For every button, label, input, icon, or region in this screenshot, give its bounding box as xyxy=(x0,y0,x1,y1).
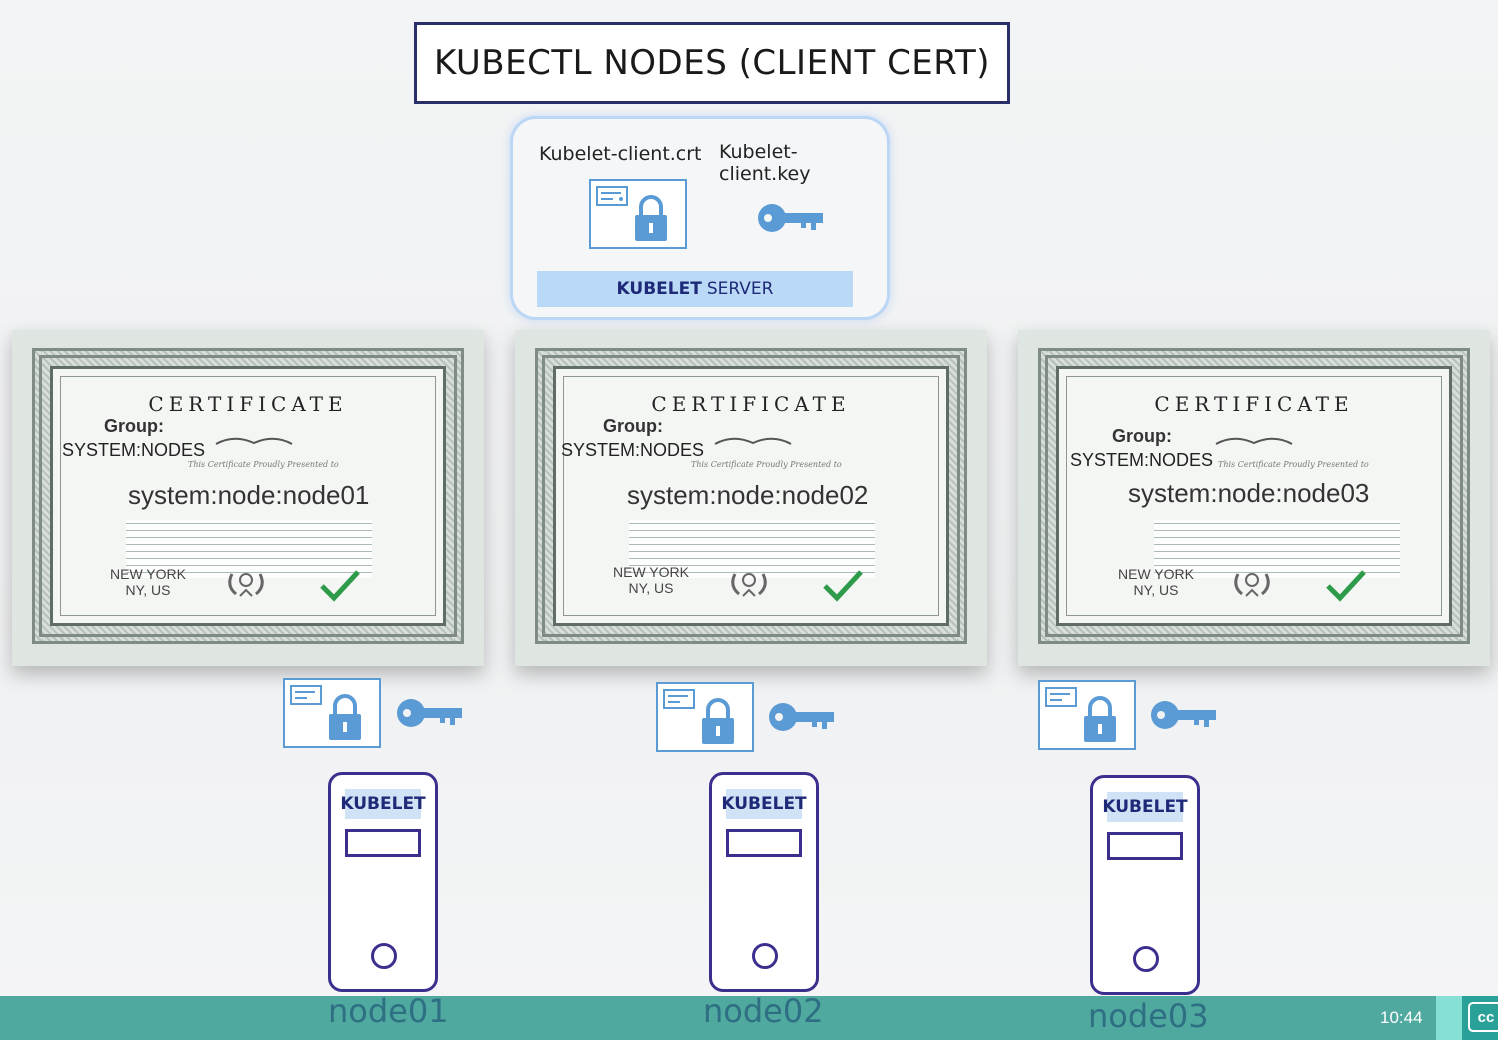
certificate-presented-text: This Certificate Proudly Presented to xyxy=(188,460,339,469)
certificate-location-city: NEW YORK xyxy=(1118,566,1194,582)
certificate-body-text xyxy=(629,520,875,578)
player-progress-indicator xyxy=(1436,996,1462,1040)
node02-kubelet-label: KUBELET xyxy=(721,789,807,819)
checkmark-icon xyxy=(1326,570,1366,602)
node03-name: node03 xyxy=(1088,997,1209,1035)
certificate-group-label: Group: xyxy=(104,416,164,436)
node03-key-icon xyxy=(1151,701,1216,729)
cc-button-wrap[interactable]: cc xyxy=(1462,996,1498,1040)
page-title: KUBECTL NODES (CLIENT CERT) xyxy=(414,22,1010,104)
node03-kubelet-label: KUBELET xyxy=(1102,792,1188,822)
certificate-node03: CERTIFICATE Group: SYSTEM:NODES This Cer… xyxy=(1018,330,1490,666)
node03-certificate-icon xyxy=(1038,680,1136,750)
certificate-location: NEW YORK NY, US xyxy=(613,564,689,596)
seal-icon xyxy=(1234,573,1270,597)
flourish-icon xyxy=(714,437,792,445)
certificate-group-label: Group: xyxy=(603,416,663,436)
certificate-location-state: NY, US xyxy=(125,582,171,598)
kubelet-server-bar-bold: KUBELET xyxy=(616,279,702,299)
certificate-location-state: NY, US xyxy=(1133,582,1179,598)
certificate-body-text xyxy=(1154,520,1400,578)
node03-server-icon: KUBELET xyxy=(1090,775,1200,995)
node01-certificate-icon xyxy=(283,678,381,748)
node02-certificate-icon xyxy=(656,682,754,752)
certificate-title: CERTIFICATE xyxy=(148,392,348,416)
certificate-location-city: NEW YORK xyxy=(613,564,689,580)
certificate-group-value: SYSTEM:NODES xyxy=(1070,450,1214,470)
node01-server-icon: KUBELET xyxy=(328,772,438,992)
seal-icon xyxy=(731,573,767,597)
certificate-location: NEW YORK NY, US xyxy=(1118,566,1194,598)
kubelet-client-crt-label: Kubelet-client.crt xyxy=(539,143,702,165)
certificate-subject: system:node:node03 xyxy=(1128,478,1370,508)
certificate-lock-icon xyxy=(589,179,687,249)
player-progress-bar[interactable] xyxy=(0,996,1498,1040)
certificate-group-label: Group: xyxy=(1112,426,1172,446)
flourish-icon xyxy=(1215,437,1293,445)
certificate-location-city: NEW YORK xyxy=(110,566,186,582)
certificate-node02: CERTIFICATE Group: SYSTEM:NODES This Cer… xyxy=(515,330,987,666)
node01-key-icon xyxy=(397,699,462,727)
key-icon xyxy=(758,204,823,232)
certificate-location-state: NY, US xyxy=(628,580,674,596)
certificate-body-text xyxy=(126,520,372,578)
kubelet-server-panel: Kubelet-client.crt Kubelet-client.key KU… xyxy=(510,116,890,320)
checkmark-icon xyxy=(823,570,863,602)
checkmark-icon xyxy=(320,570,360,602)
certificate-title: CERTIFICATE xyxy=(1154,392,1354,416)
node02-key-icon xyxy=(769,703,834,731)
player-time: 10:44 xyxy=(1380,1008,1423,1027)
flourish-icon xyxy=(215,437,293,445)
certificate-group-value: SYSTEM:NODES xyxy=(561,440,705,460)
kubelet-server-bar: KUBELET SERVER xyxy=(537,271,853,307)
certificate-presented-text: This Certificate Proudly Presented to xyxy=(691,460,842,469)
kubelet-server-bar-text: SERVER xyxy=(706,279,774,299)
node01-name: node01 xyxy=(328,992,449,1030)
node02-server-icon: KUBELET xyxy=(709,772,819,992)
certificate-subject: system:node:node02 xyxy=(627,480,869,510)
certificate-title: CERTIFICATE xyxy=(651,392,851,416)
certificate-group-value: SYSTEM:NODES xyxy=(62,440,206,460)
node01-kubelet-label: KUBELET xyxy=(340,789,426,819)
certificate-subject: system:node:node01 xyxy=(128,480,370,510)
certificate-node01: CERTIFICATE Group: SYSTEM:NODES This Cer… xyxy=(12,330,484,666)
closed-captions-button[interactable]: cc xyxy=(1468,1002,1498,1032)
seal-icon xyxy=(228,573,264,597)
certificate-location: NEW YORK NY, US xyxy=(110,566,186,598)
certificate-presented-text: This Certificate Proudly Presented to xyxy=(1218,460,1369,469)
node02-name: node02 xyxy=(703,992,824,1030)
kubelet-client-key-label: Kubelet-client.key xyxy=(719,141,811,185)
